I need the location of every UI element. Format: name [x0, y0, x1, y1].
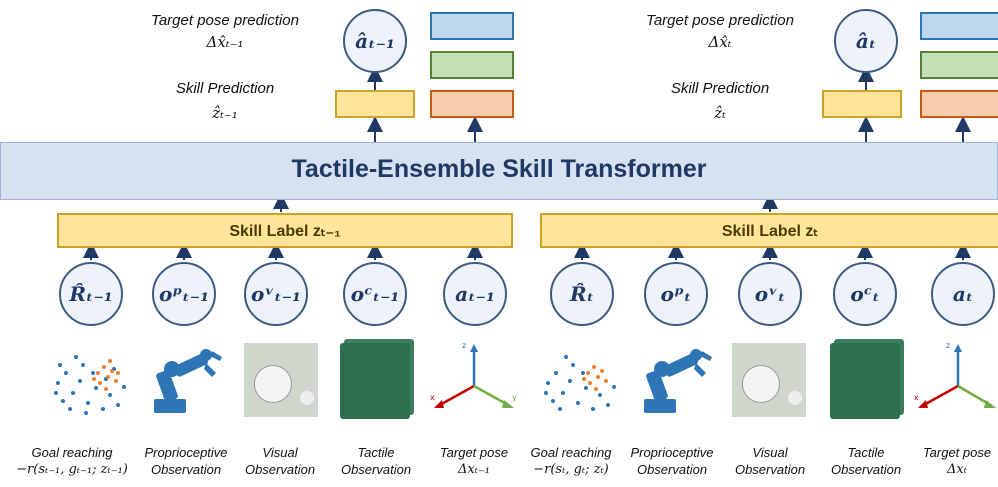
skill-transformer-title: Tactile-Ensemble Skill Transformer [291, 155, 707, 183]
axis-y-label-left: y [512, 393, 517, 402]
caption-visual-right: Visual Observation [734, 445, 806, 477]
caption-goal-reaching-right: Goal reaching −r(sₜ, gₜ; zₜ) [530, 445, 612, 477]
robot-arm-icon-right [644, 349, 712, 413]
return-token-right: R̂ₜ [550, 262, 614, 326]
target-pose-prediction-title-left: Target pose prediction [151, 12, 299, 29]
coordinate-axes-icon-left: z x y [430, 341, 517, 408]
caption-target-pose-right: Target pose Δxₜ [922, 445, 992, 477]
tactile-token-right: oᶜₜ [833, 262, 897, 326]
skill-label-bar-left: Skill Label zₜ₋₁ [57, 213, 513, 248]
action-token-right: aₜ [931, 262, 995, 326]
target-pose-output-box-orange-right [920, 90, 998, 118]
action-prediction-token-right: âₜ [834, 9, 898, 73]
axis-x-label-right: x [914, 393, 919, 402]
axis-z-label-right: z [946, 341, 950, 350]
caption-visual-left: Visual Observation [244, 445, 316, 477]
caption-goal-reaching-left: Goal reaching −r(sₜ₋₁, gₜ₋₁; zₜ₋₁) [16, 445, 128, 477]
proprio-token-right: oᵖₜ [644, 262, 708, 326]
visual-token-right: oᵛₜ [738, 262, 802, 326]
tactile-observation-image-left [340, 343, 410, 419]
goal-reaching-scatter-icon-left [54, 355, 126, 415]
action-token-left: aₜ₋₁ [443, 262, 507, 326]
axis-z-label-left: z [462, 341, 466, 350]
target-pose-output-box-blue-left [430, 12, 514, 40]
target-pose-output-box-green-left [430, 51, 514, 79]
tactile-observation-image-right [830, 343, 900, 419]
coordinate-axes-icon-right: z x [914, 341, 996, 408]
goal-reaching-scatter-icon-right [544, 355, 616, 411]
visual-observation-image-right [732, 343, 806, 417]
skill-prediction-title-left: Skill Prediction [175, 80, 275, 97]
caption-tactile-left: Tactile Observation [340, 445, 412, 477]
skill-prediction-math-right: ẑₜ [714, 104, 726, 122]
skill-label-bar-right: Skill Label zₜ [540, 213, 998, 248]
action-prediction-token-left: âₜ₋₁ [343, 9, 407, 73]
axis-x-label-left: x [430, 393, 435, 402]
target-pose-output-box-blue-right [920, 12, 998, 40]
target-pose-prediction-title-right: Target pose prediction [646, 12, 794, 29]
skill-prediction-box-right [822, 90, 902, 118]
target-pose-prediction-math-right: Δx̂ₜ [708, 33, 732, 51]
skill-prediction-box-left [335, 90, 415, 118]
target-pose-output-box-green-right [920, 51, 998, 79]
skill-transformer-block: Tactile-Ensemble Skill Transformer [0, 142, 998, 200]
caption-proprioceptive-right: Proprioceptive Observation [630, 445, 714, 477]
caption-proprioceptive-left: Proprioceptive Observation [144, 445, 228, 477]
target-pose-output-box-orange-left [430, 90, 514, 118]
caption-tactile-right: Tactile Observation [830, 445, 902, 477]
target-pose-prediction-math-left: Δx̂ₜ₋₁ [206, 33, 244, 51]
caption-target-pose-left: Target pose Δxₜ₋₁ [439, 445, 509, 477]
proprio-token-left: oᵖₜ₋₁ [152, 262, 216, 326]
robot-arm-icon-left [154, 349, 222, 413]
tactile-token-left: oᶜₜ₋₁ [343, 262, 407, 326]
skill-prediction-title-right: Skill Prediction [670, 80, 770, 97]
visual-token-left: oᵛₜ₋₁ [244, 262, 308, 326]
skill-prediction-math-left: ẑₜ₋₁ [212, 104, 238, 122]
visual-observation-image-left [244, 343, 318, 417]
return-token-left: R̂ₜ₋₁ [59, 262, 123, 326]
